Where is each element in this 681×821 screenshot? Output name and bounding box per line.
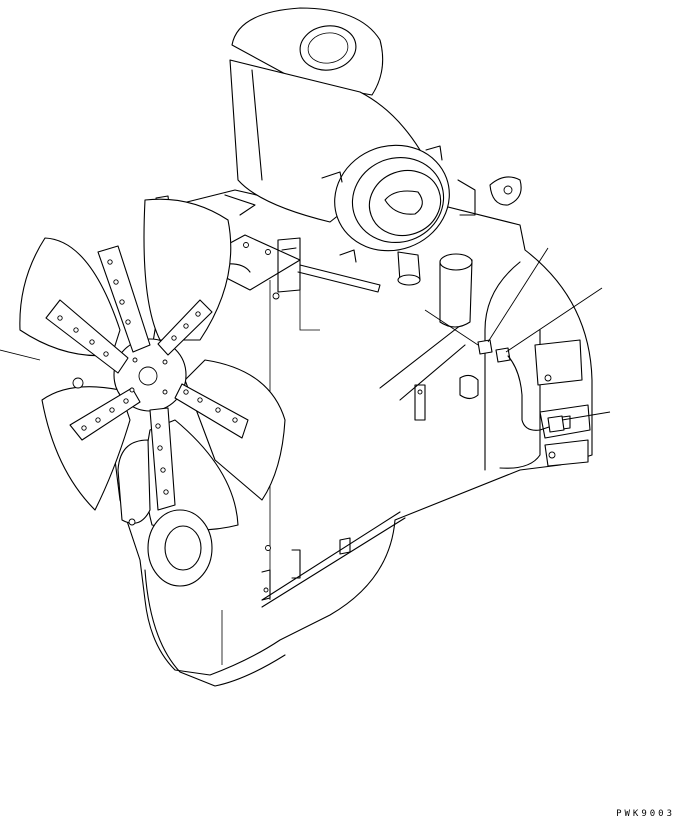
sensor-harness	[425, 310, 564, 432]
fan-spider-holes	[58, 260, 237, 494]
cooling-fan	[20, 199, 285, 530]
flywheel-housing	[535, 340, 590, 466]
drawing-code: PWK9003	[616, 809, 675, 819]
air-cleaner	[230, 8, 521, 285]
crank-pulley	[73, 378, 271, 586]
leader-lines	[0, 248, 610, 420]
